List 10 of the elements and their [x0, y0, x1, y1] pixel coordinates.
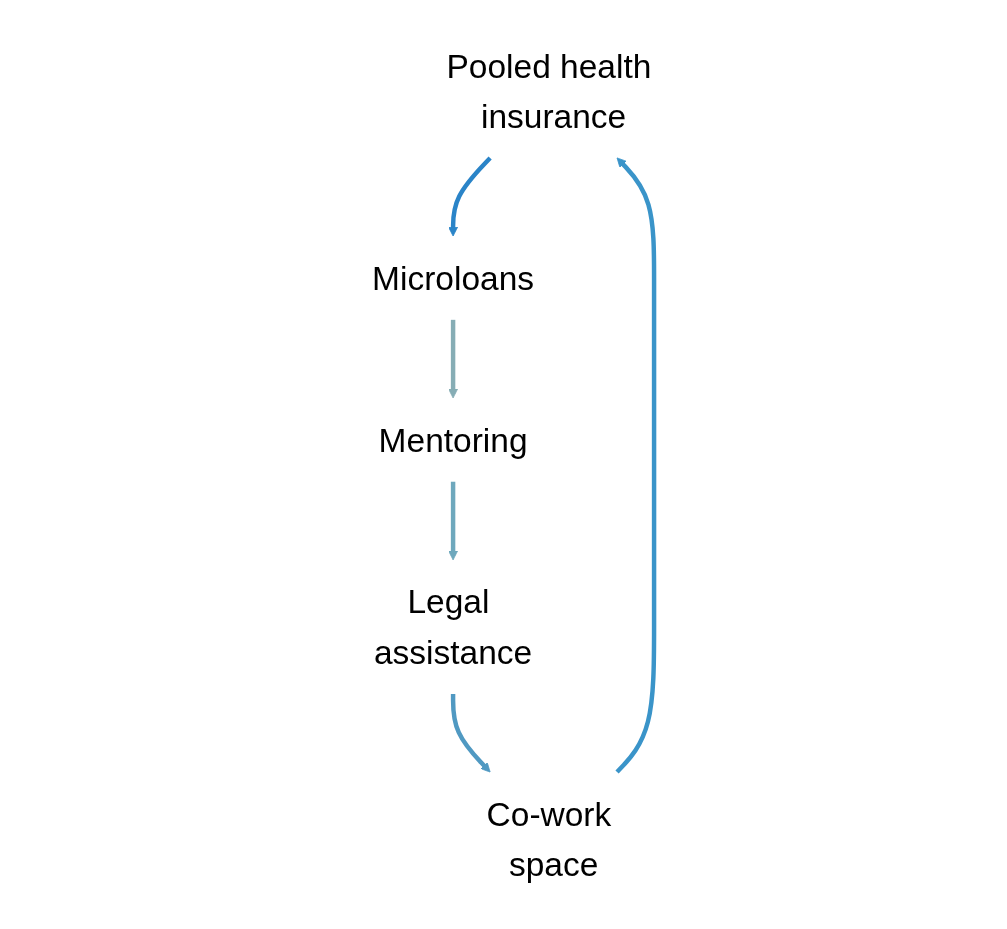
node-text: Pooled health insurance	[446, 46, 652, 134]
arrow	[448, 319, 459, 398]
arrow	[451, 693, 491, 772]
node-text: Mentoring	[378, 420, 528, 458]
arrow	[448, 481, 459, 560]
node-text: Legal assistance	[374, 582, 533, 670]
arrow	[615, 157, 657, 774]
arrow	[448, 155, 492, 237]
node-text: Microloans	[372, 259, 535, 296]
node-text: Co-work space	[486, 795, 612, 883]
